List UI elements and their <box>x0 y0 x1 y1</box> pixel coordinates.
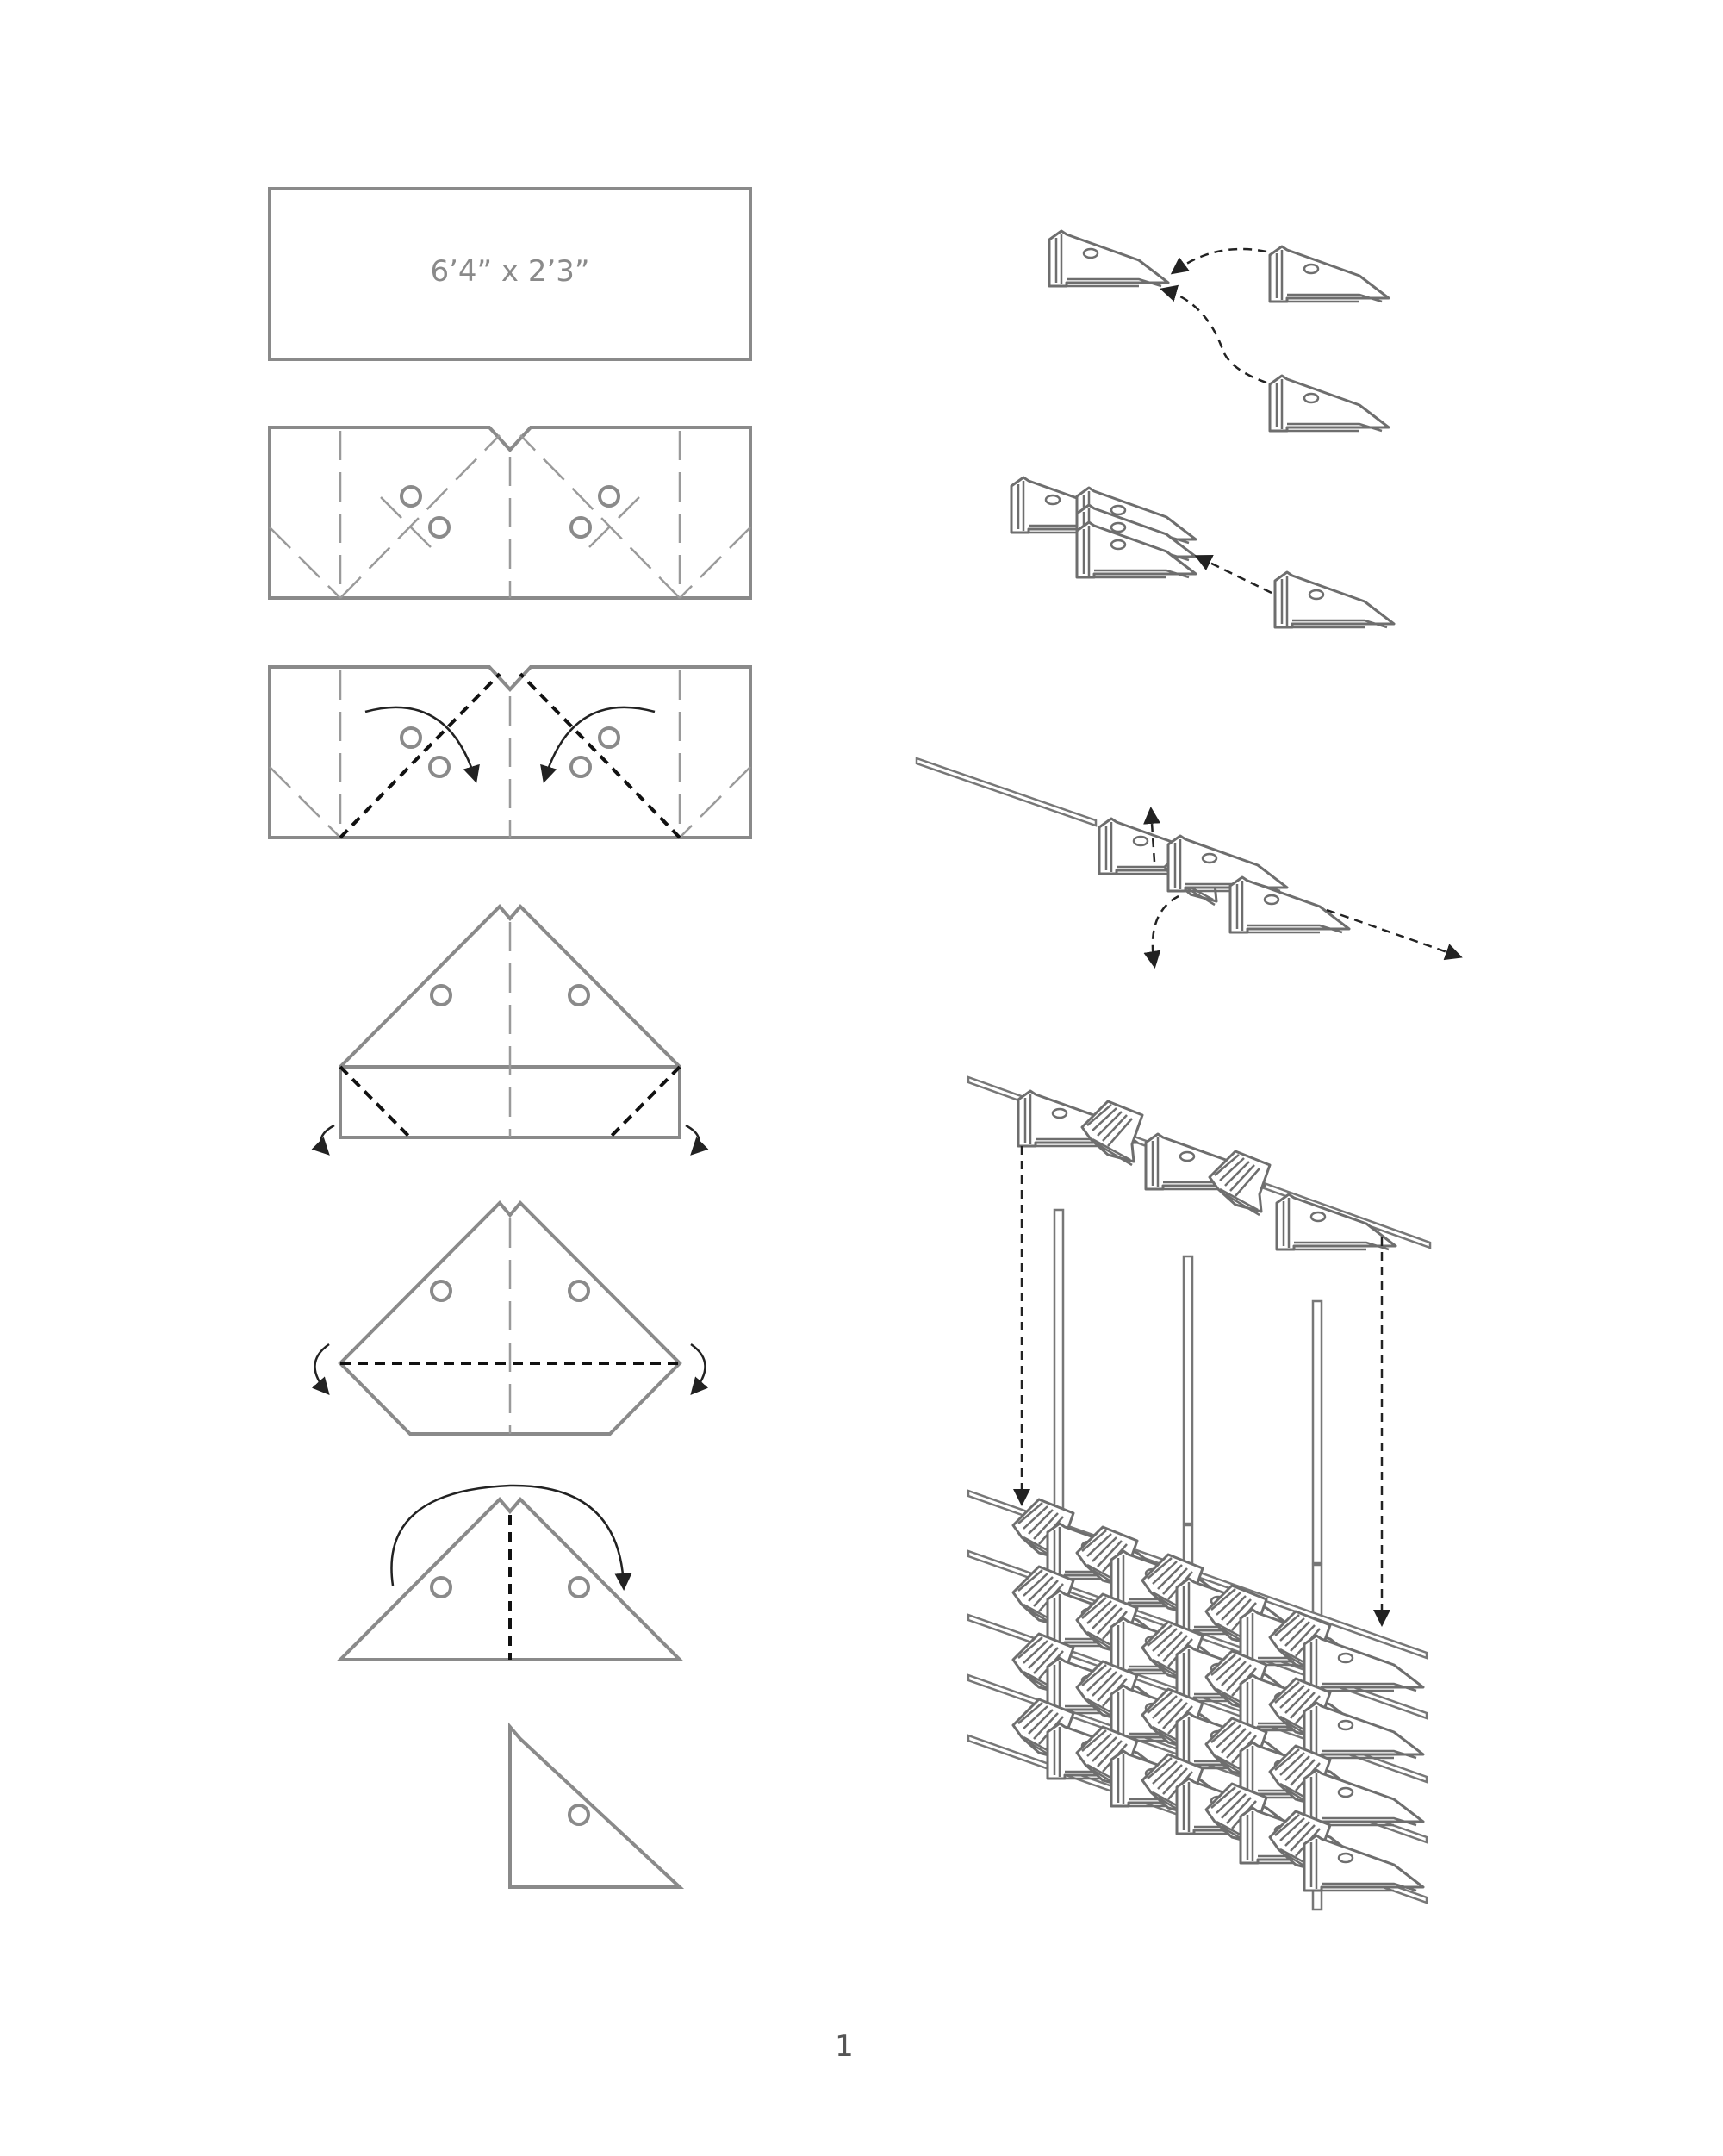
step-a-join-modules <box>1048 229 1390 433</box>
dashed-arrow-icon <box>1170 247 1267 275</box>
sheet-dimension-label: 6’4” x 2’3” <box>430 254 589 289</box>
step-3-fold-corners <box>268 665 752 839</box>
step-b-stack-modules <box>1010 476 1396 629</box>
step-d-assemble-screen <box>967 1075 1432 1911</box>
step-4-fold-band-under <box>311 904 709 1156</box>
step-1-sheet: 6’4” x 2’3” <box>268 187 752 361</box>
page-number: 1 <box>835 2029 854 2064</box>
hole-icon <box>400 485 422 508</box>
rotate-arrow-icon <box>311 1343 330 1396</box>
dashed-arrow-icon <box>1326 908 1463 961</box>
rotate-arrow-icon <box>311 1124 335 1156</box>
step-2-crease-pattern <box>268 426 752 600</box>
hole-icon <box>428 516 451 539</box>
hole-icon <box>569 516 592 539</box>
dashed-arrow-icon <box>1194 555 1272 595</box>
rotate-arrow-icon <box>685 1124 709 1156</box>
step-5-fold-half <box>311 1200 709 1436</box>
curved-arrow-icon <box>390 1484 632 1591</box>
hole-icon <box>598 485 620 508</box>
dashed-arrow-icon <box>1143 894 1179 969</box>
curved-arrow-icon <box>540 706 656 783</box>
rotate-arrow-icon <box>690 1343 709 1396</box>
step-7-final-module <box>508 1722 685 1889</box>
curved-arrow-icon <box>364 706 480 783</box>
step-c-thread-on-rod <box>915 757 1463 969</box>
step-6-fold-triangle <box>336 1484 684 1661</box>
dashed-arrow-icon <box>1160 284 1267 384</box>
